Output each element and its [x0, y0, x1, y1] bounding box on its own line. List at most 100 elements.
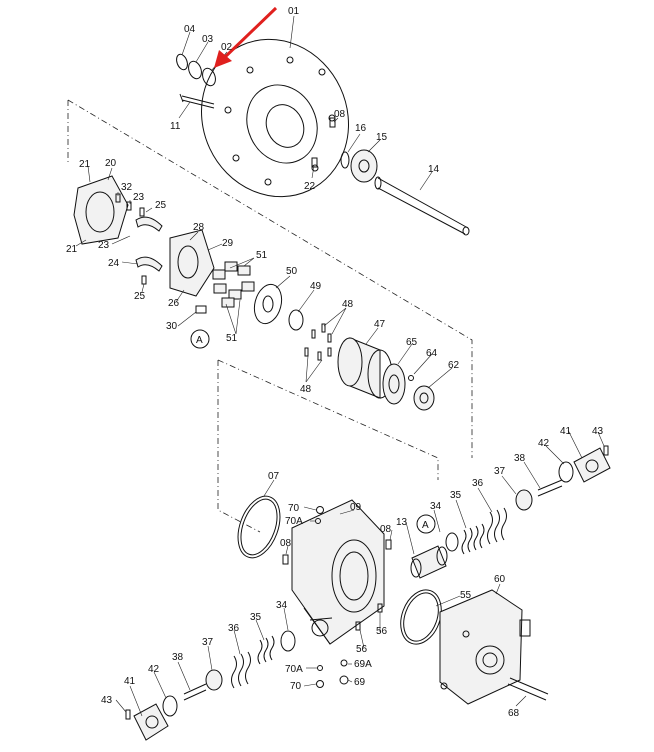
- seal-70a-lower: [317, 665, 323, 671]
- part-label-35-left: 35: [250, 612, 262, 623]
- assembly-boundary-upper: [67, 99, 473, 458]
- part-label-38-left: 38: [172, 652, 184, 663]
- part-label-68: 68: [508, 708, 520, 719]
- washer-34-right: [445, 532, 459, 552]
- part-label-65: 65: [406, 337, 418, 348]
- o-ring-42-right: [558, 461, 574, 483]
- screw-23-upper: [126, 201, 132, 211]
- o-ring-42-left: [162, 695, 178, 717]
- pump-housing-09: [291, 499, 385, 645]
- ring-49: [288, 309, 304, 331]
- part-label-04: 04: [184, 24, 196, 35]
- part-label-08: 08: [334, 109, 346, 120]
- cylinder-block-47: [337, 337, 393, 399]
- piston-set-51: [212, 261, 255, 308]
- flange-housing-part: [201, 38, 349, 198]
- screw-25-lower: [141, 275, 147, 285]
- part-label-23-lower: 23: [98, 240, 110, 251]
- part-label-34-left: 34: [276, 600, 288, 611]
- leader-lines: [75, 15, 605, 717]
- part-label-01: 01: [288, 6, 300, 17]
- snap-ring-04: [176, 53, 188, 71]
- part-label-36-right: 36: [472, 478, 484, 489]
- part-label-62: 62: [448, 360, 460, 371]
- pin-08-lower: [282, 554, 289, 565]
- regulator-body-60: [439, 589, 531, 705]
- part-label-41-left: 41: [124, 676, 136, 687]
- part-label-32: 32: [121, 182, 133, 193]
- pin-08-upper: [329, 117, 336, 128]
- part-label-09: 09: [350, 502, 362, 513]
- adjust-screw-38-left: [183, 683, 207, 701]
- part-label-70: 70: [288, 503, 300, 514]
- part-label-51: 51: [256, 250, 268, 261]
- part-label-36-left: 36: [228, 623, 240, 634]
- part-label-35-right: 35: [450, 490, 462, 501]
- part-label-26: 26: [168, 298, 180, 309]
- plug-70-upper: [316, 506, 324, 514]
- part-label-64: 64: [426, 348, 438, 359]
- part-label-07: 07: [268, 471, 280, 482]
- seat-37-left: [205, 669, 223, 691]
- part-label-60: 60: [494, 574, 506, 585]
- part-label-70a-lower: 70A: [285, 664, 303, 675]
- pins-48: [304, 323, 332, 361]
- part-label-11: 11: [170, 121, 181, 132]
- part-label-69a: 69A: [354, 659, 372, 670]
- part-label-15: 15: [376, 132, 388, 143]
- part-label-38-right: 38: [514, 453, 526, 464]
- part-label-34-right: 34: [430, 501, 442, 512]
- part-label-70a: 70A: [285, 516, 303, 527]
- bolt-68: [507, 677, 549, 701]
- part-label-56-lower: 56: [356, 644, 368, 655]
- pin-64: [408, 375, 414, 381]
- ring-03: [188, 60, 202, 80]
- part-label-21-lower: 21: [66, 244, 78, 255]
- seat-37-right: [515, 489, 533, 511]
- part-label-23: 23: [133, 192, 145, 203]
- part-label-41-right: 41: [560, 426, 572, 437]
- part-label-42-left: 42: [148, 664, 160, 675]
- spring-35-left: [257, 635, 275, 665]
- part-label-29: 29: [222, 238, 234, 249]
- cover-41-left: [133, 703, 169, 741]
- part-label-14: 14: [428, 164, 440, 175]
- assembly-boundary-mid: [217, 359, 439, 480]
- ref-label-a-lower: A: [422, 520, 429, 531]
- part-label-43-left: 43: [101, 695, 113, 706]
- o-ring-07: [237, 495, 281, 559]
- plug-70-lower: [316, 680, 324, 688]
- part-label-02: 02: [221, 42, 233, 53]
- cover-41-right: [573, 447, 611, 483]
- part-label-22: 22: [304, 181, 316, 192]
- part-label-55: 55: [460, 590, 472, 601]
- swash-plate-29: [169, 229, 215, 297]
- retainer-plate-50: [253, 283, 283, 325]
- shoe-24-upper: [135, 216, 163, 232]
- part-label-21: 21: [79, 159, 91, 170]
- pin-22: [311, 157, 318, 168]
- part-label-20: 20: [105, 158, 117, 169]
- bearing-62: [413, 385, 435, 411]
- part-label-24: 24: [108, 258, 120, 269]
- adjust-screw-38-right: [537, 479, 563, 497]
- part-label-70-lower: 70: [290, 681, 302, 692]
- bearing-15: [350, 149, 378, 183]
- part-label-30: 30: [166, 321, 178, 332]
- part-label-25: 25: [155, 200, 167, 211]
- ref-marker-a-lower: [416, 514, 436, 534]
- part-label-37-right: 37: [494, 466, 506, 477]
- drive-shaft-14: [374, 176, 470, 236]
- part-label-28: 28: [193, 222, 205, 233]
- part-label-50: 50: [286, 266, 298, 277]
- highlight-arrow: [214, 6, 278, 68]
- ref-marker-a-upper: [190, 329, 210, 349]
- assembly-boundary-lower: [217, 360, 261, 533]
- part-label-43-right: 43: [592, 426, 604, 437]
- part-label-16: 16: [355, 123, 367, 134]
- shoe-24-lower: [135, 256, 163, 272]
- part-label-42-right: 42: [538, 438, 550, 449]
- part-label-37-left: 37: [202, 637, 214, 648]
